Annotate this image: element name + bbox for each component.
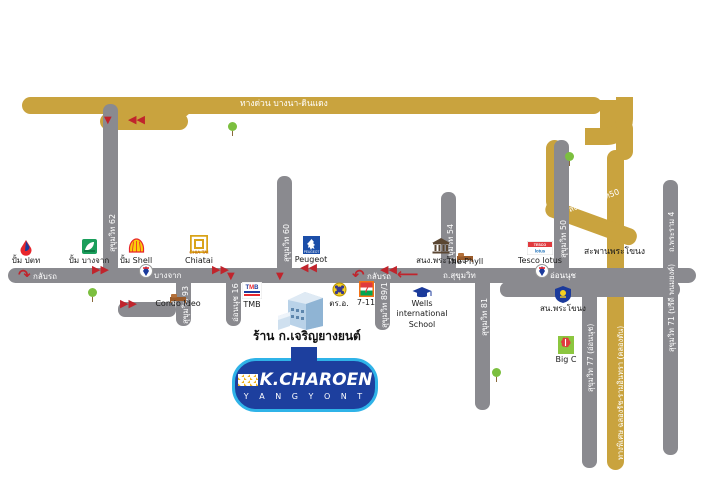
road-sukhumvit-71-label: สุขุมวิท 71 (ปรีดี พนมยงค์) — [667, 263, 676, 352]
road-sukhumvit-50-label: สุขุมวิท 50 — [559, 219, 568, 258]
arrow-down-sukhumvit-62: ▼ — [104, 115, 112, 126]
place-phrakhanong-police-label: สน.พระโขนง — [540, 304, 586, 313]
place-phrakhanong-office-label: สนง.พระโขนง — [416, 256, 466, 265]
chiatai-square-icon — [189, 234, 209, 257]
bts-onnut-label: อ่อนนุช — [550, 271, 576, 280]
shop-name-label: ร้าน ก.เจริญยางยนต์ — [253, 329, 361, 343]
uturn-far-left-icon: ↷ — [18, 266, 31, 284]
road-rama-4-label: ถ.พระราม 4 — [667, 211, 676, 252]
bed-icon — [457, 247, 473, 266]
police-shield-icon — [555, 286, 571, 307]
place-bangchak-station-label: ปั้ม บางจาก — [68, 256, 110, 265]
checkered-flag-icon — [237, 373, 258, 386]
arrow-left-right-side: ◀◀ — [380, 263, 397, 276]
place-big-c-label: Big C — [555, 355, 577, 364]
road-sukhumvit-50 — [554, 140, 569, 274]
seven-eleven-icon: 7 — [359, 281, 374, 301]
logo-brand-row: K.CHAROEN — [237, 369, 373, 390]
uturn-mid-right-icon: ⟵ — [397, 265, 419, 283]
bangchak-leaf-icon — [82, 239, 97, 258]
police-badge-icon — [332, 282, 347, 301]
tree-icon — [565, 152, 574, 166]
svg-text:PEUGEOT: PEUGEOT — [304, 250, 320, 254]
tree-icon — [88, 288, 97, 302]
place-tmb-label: TMB — [243, 300, 261, 309]
shop-building-icon — [278, 286, 324, 334]
logo-brand-text: K.CHAROEN — [259, 369, 373, 390]
road-shop-access — [118, 302, 176, 317]
road-sukhumvit-89-1-label: สุขุมวิท 89/1 — [380, 282, 389, 328]
road-sukhumvit-60-label: สุขุมวิท 60 — [282, 223, 291, 262]
svg-text:TMB: TMB — [245, 285, 259, 291]
place-the-phyll-label: The Phyll — [446, 257, 484, 266]
place-tesco-lotus-label: Tesco lotus — [518, 256, 562, 265]
place-ptt-label: ปั้ม ปตท — [11, 256, 41, 265]
place-peugeot-label: Peugeot — [294, 255, 328, 264]
expressway-bangna-dindaeng — [22, 97, 602, 114]
road-onnut-16 — [226, 268, 241, 326]
place-shell-label: ปั้ม Shell — [119, 256, 153, 265]
place-seven-eleven-label: 7-11 — [356, 298, 376, 307]
wells-line-1: Wells — [411, 299, 433, 308]
arrow-right-3: ▶▶ — [120, 297, 137, 310]
place-chiatai-label: Chiatai — [184, 256, 214, 265]
bridge-phrakhanong-label: สะพานพระโขนง — [584, 247, 646, 257]
place-wells-school-label: Wells international School — [397, 299, 448, 330]
expressway-offramp-left — [100, 113, 188, 130]
road-sukhumvit-62 — [103, 104, 118, 274]
logo-sub-text: Y A N G Y O N T — [243, 391, 367, 401]
place-police-box-label: ตร.อ. — [329, 299, 349, 308]
wells-line-3: School — [408, 319, 436, 329]
road-sukhumvit-62-label: สุขุมวิท 62 — [108, 213, 117, 252]
wells-line-2: international — [396, 309, 448, 319]
bts-onnut-icon — [535, 263, 549, 282]
tree-icon — [492, 368, 501, 382]
expressway-bangna-dindaeng-label: ทางด่วน บางนา-ดินแดง — [240, 99, 328, 109]
tree-icon — [228, 122, 237, 136]
arrow-left-expressway: ◀◀ — [128, 113, 145, 126]
place-chiatai-sublabel: CHIA TAI — [189, 251, 209, 256]
svg-text:7: 7 — [364, 285, 369, 295]
road-sukhumvit-77-label: สุขุมวิท 77 (อ่อนนุช) — [586, 323, 595, 392]
bed-icon — [170, 288, 186, 307]
brand-logo: K.CHAROEN Y A N G Y O N T — [232, 347, 378, 412]
road-sukhumvit-71 — [663, 180, 678, 455]
government-building-icon — [432, 238, 450, 258]
arrow-left-center: ◀◀ — [300, 261, 317, 274]
road-sukhumvit-60 — [277, 176, 292, 274]
expressway-chalongrat-vertical — [616, 120, 633, 160]
tmb-logo-icon: TMB — [241, 281, 263, 303]
bts-bangchak-label: บางจาก — [154, 271, 182, 280]
expressway-offramp-left-taper — [170, 113, 190, 130]
logo-pointer — [291, 347, 317, 363]
bts-bangchak-icon — [139, 263, 153, 282]
road-sukhumvit-81-label: สุขุมวิท 81 — [480, 297, 489, 336]
svg-text:TESCO: TESCO — [534, 243, 547, 247]
arrow-down-onnut-16: ▼ — [227, 271, 235, 282]
arrow-down-sukhumvit-89-1: ▼ — [276, 271, 284, 282]
arrow-right-1: ▶▶ — [92, 263, 109, 276]
graduation-cap-icon — [412, 284, 432, 303]
road-sukhumvit-77 — [582, 268, 597, 468]
svg-text:lotus: lotus — [535, 249, 546, 254]
road-sukhumvit-81 — [475, 268, 490, 410]
road-sukhumvit-main-label: ถ.สุขุมวิท — [443, 271, 476, 280]
uturn-center-label: กลับรถ — [367, 272, 391, 281]
road-sukhumvit-89-1 — [375, 268, 390, 330]
uturn-far-left-label: กลับรถ — [33, 272, 57, 281]
arrow-right-2: ▶▶ — [212, 263, 229, 276]
road-onnut-16-label: อ่อนนุช 16 — [231, 283, 240, 322]
fuel-drop-icon — [19, 240, 33, 260]
uturn-center-icon: ↶ — [352, 266, 365, 284]
bigc-logo-icon — [558, 336, 574, 358]
peugeot-lion-icon: PEUGEOT — [303, 236, 320, 258]
place-condo-ideo-label: Condo Ideo — [155, 299, 201, 308]
shell-logo-icon — [128, 238, 145, 258]
expressway-chalongrat-label: ทางพิเศษ ฉลองรัช-รามอินทรา (คลองตัน) — [616, 325, 625, 460]
